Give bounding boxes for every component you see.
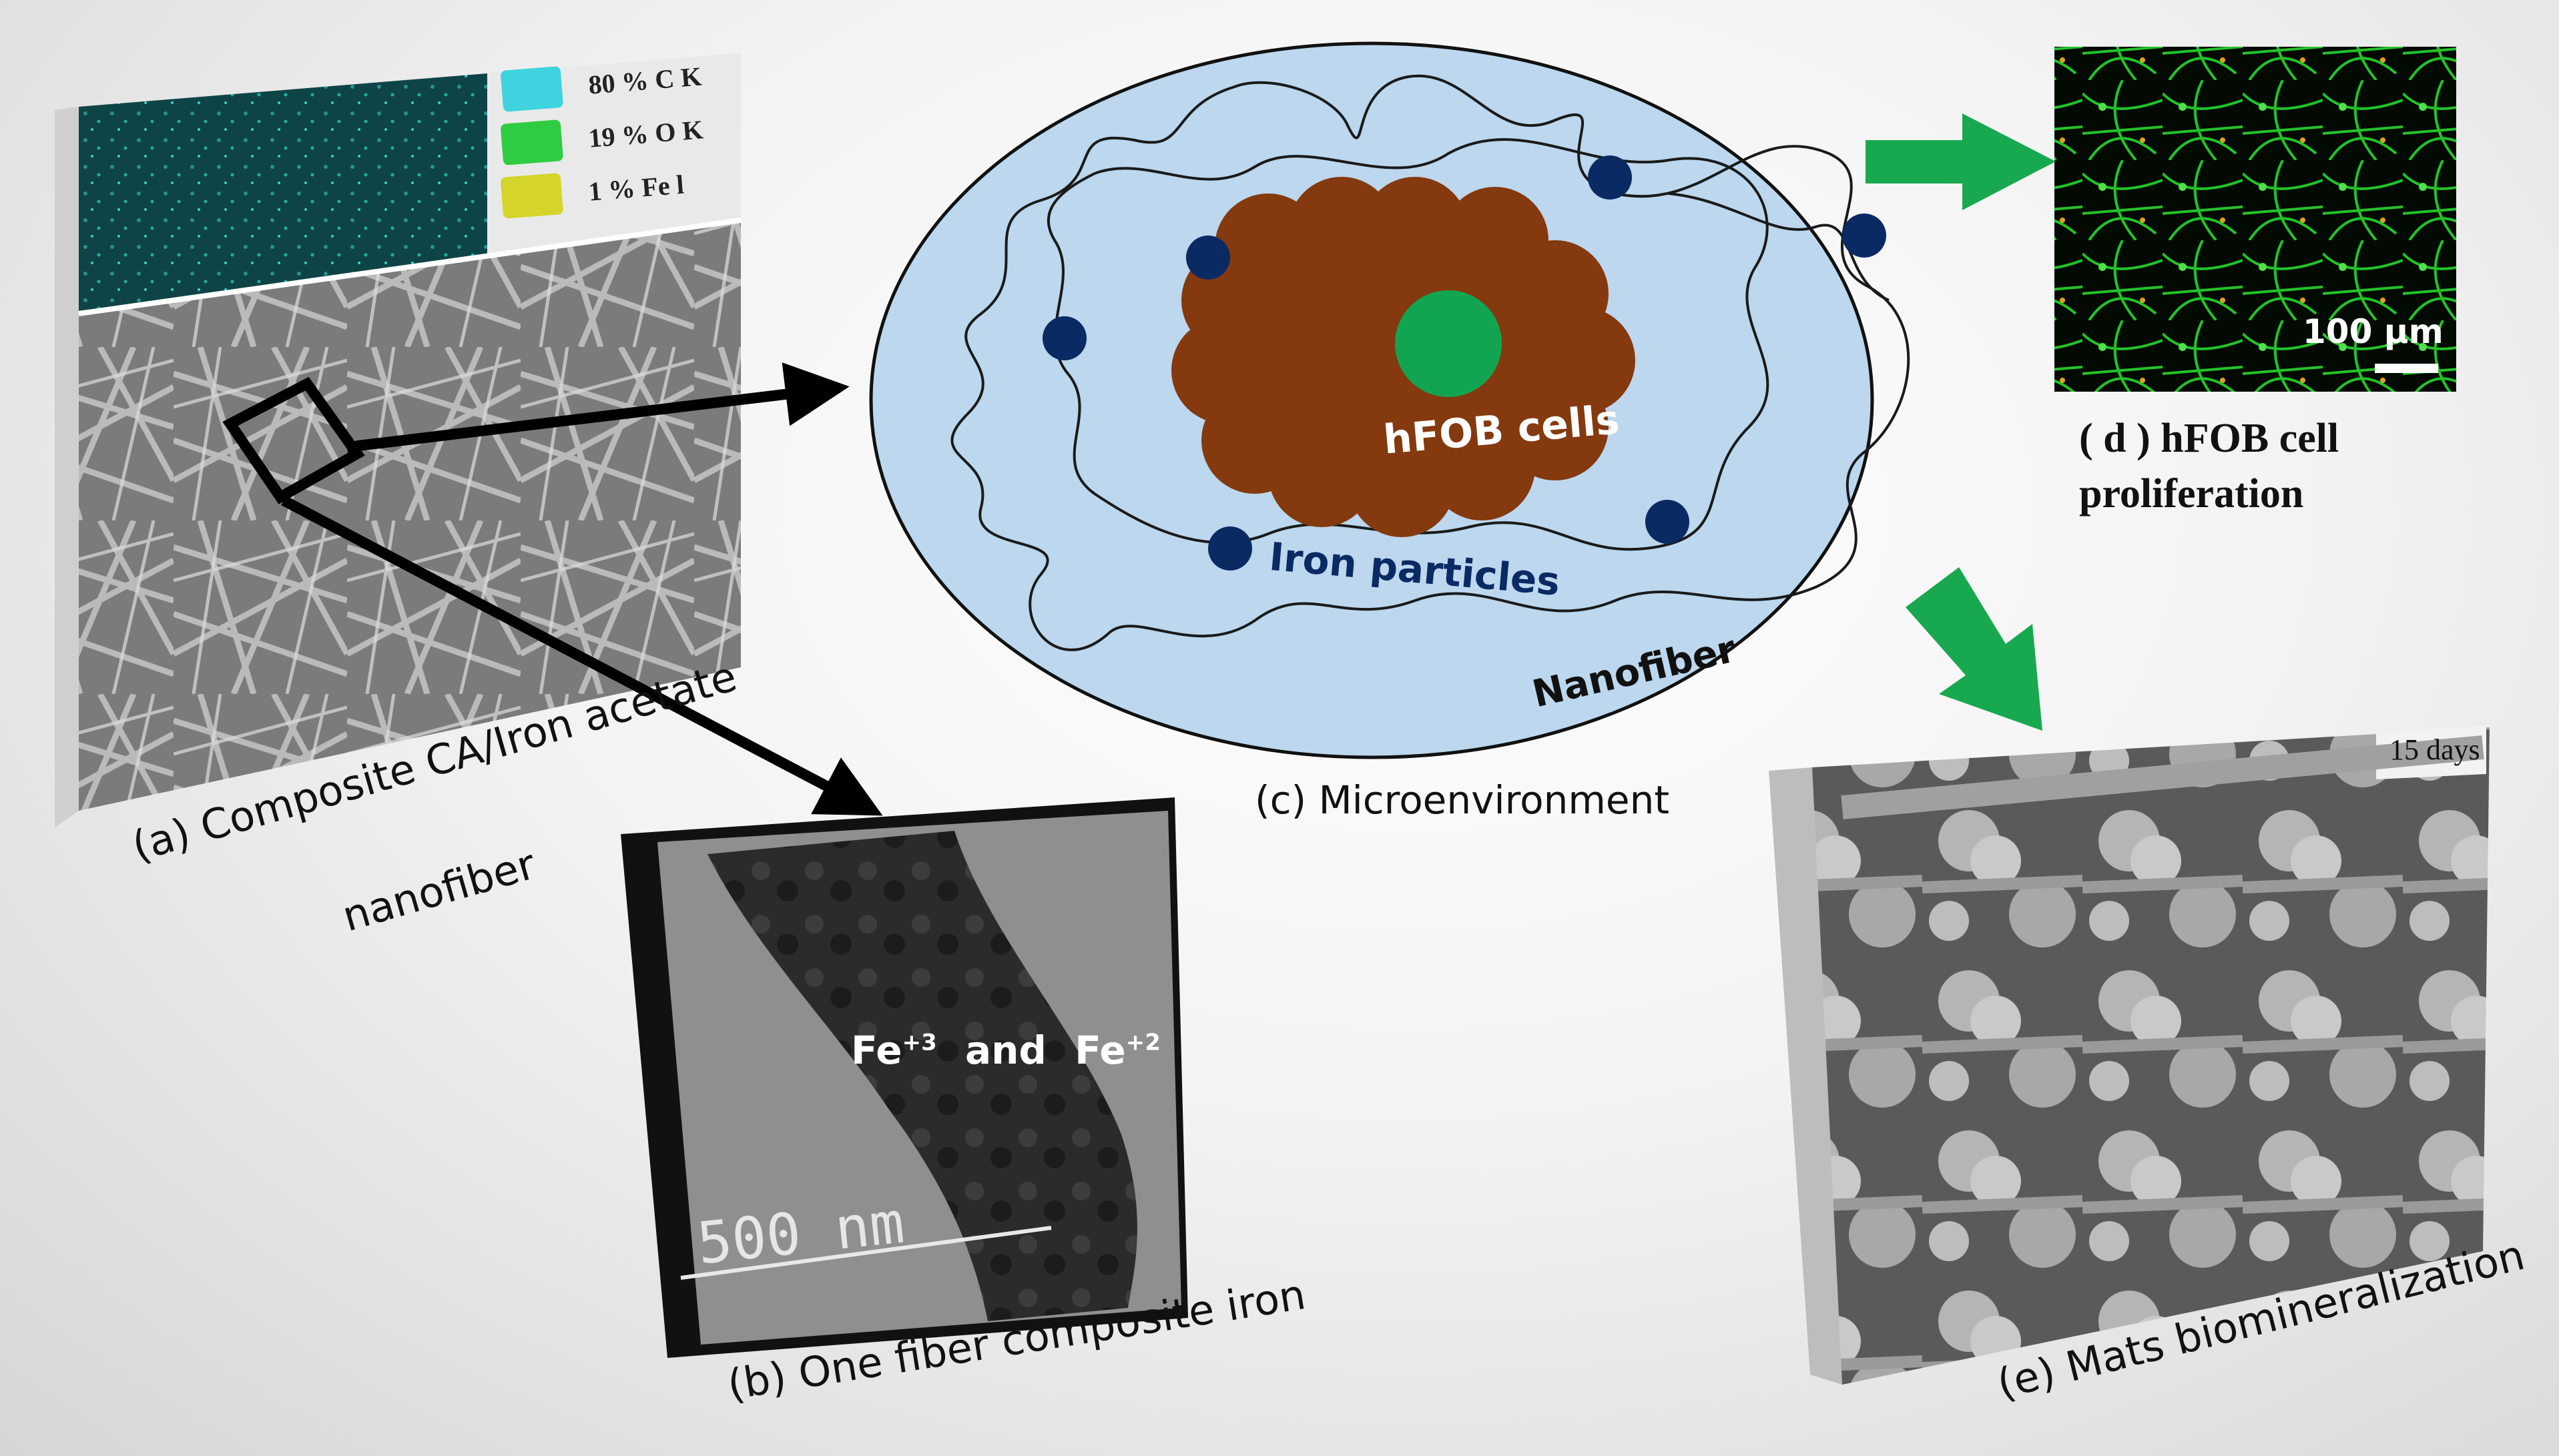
panel-d-caption-line1: ( d ) hFOB cell [2079,416,2339,461]
fe3-symbol: Fe [851,1028,902,1073]
panel-e-sem-image [1812,727,2490,1385]
legend-swatch-carbon [500,66,564,112]
panel-c-microenvironment [869,41,1910,759]
panel-d-scale-bar [2375,364,2438,373]
fe3-charge: +3 [902,1029,937,1056]
panel-e-sem-slab [1769,726,2490,1385]
panel-a-slab-side [55,107,79,827]
and-word: and [964,1028,1047,1073]
fe2-symbol: Fe [1075,1028,1126,1073]
cell-nucleus [1395,290,1502,397]
legend-swatch-iron [500,173,564,219]
nanofiber-strand-short [1668,192,1890,302]
zoom-box [222,376,365,504]
panel-b-tem-slab [621,797,1188,1358]
iron-particle [1043,316,1087,360]
iron-particle [1645,500,1689,544]
panel-d-fluorescence [2054,47,2456,392]
arrow-c-to-e [1906,567,2042,731]
panel-d-scale-label: 100 µm [2303,312,2444,351]
panel-b-fe-ions-label: Fe+3 and Fe+2 [851,1028,1161,1073]
legend-label-oxygen: 19 % O K [587,113,705,153]
iron-particle [1208,526,1252,571]
panel-e-time-tag: 15 days [2389,733,2480,766]
legend-label-iron: 1 % Fe l [587,169,685,207]
panel-d-image [2054,47,2456,392]
iron-particle [1186,236,1230,280]
panel-e-slab-side [1769,767,1842,1385]
nanofiber-strand [950,74,1910,651]
panel-c-caption: (c) Microenvironment [1255,777,1670,823]
panel-d-caption-line2: proliferation [2079,471,2304,516]
arrow-a-to-c [346,362,850,452]
arrow-c-to-d [1866,113,2056,210]
iron-particle [1842,214,1886,258]
panel-b-fiber [707,831,1137,1321]
iron-particle [1588,155,1632,200]
arrow-a-to-b [281,495,883,816]
legend-label-carbon: 80 % C K [587,61,703,100]
panel-a-eds-map [79,73,487,314]
panel-e-fiber-strand [1841,735,2484,819]
legend-swatch-oxygen [500,119,564,165]
nanofiber-strand-inner [1047,138,1769,551]
fe2-charge: +2 [1125,1029,1161,1056]
